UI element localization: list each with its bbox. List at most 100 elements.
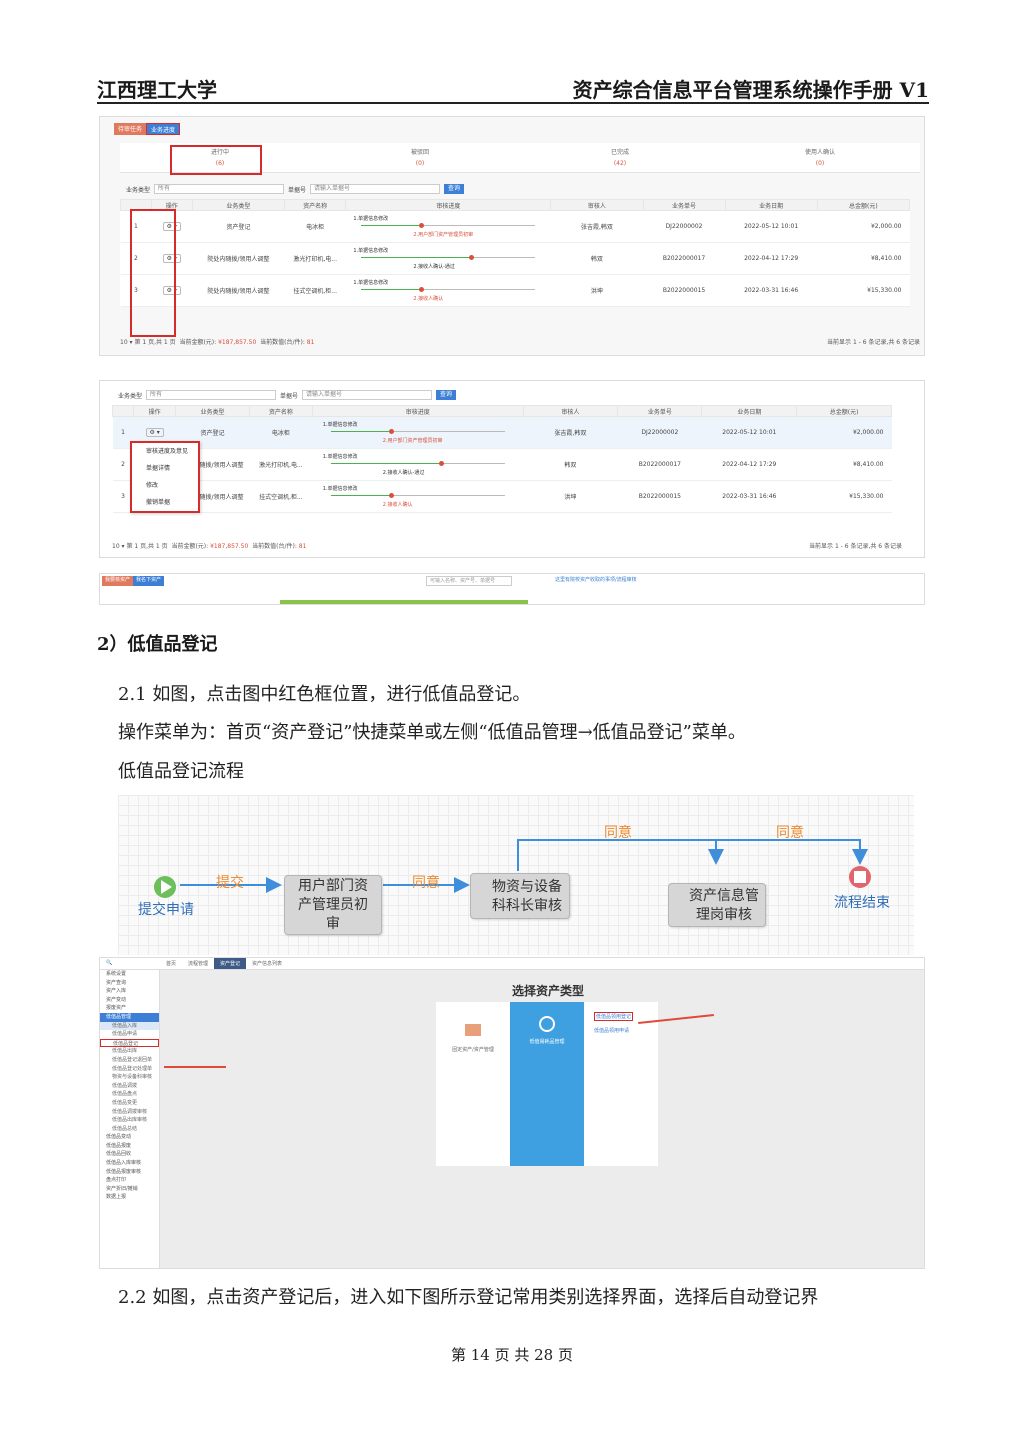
link-low-value-register[interactable]: 低值品领用登记 — [594, 1012, 634, 1021]
col-name: 资产名称 — [283, 199, 347, 211]
side-sub[interactable]: 低值品登记退回单 — [112, 1056, 153, 1063]
tab-verify-assets[interactable]: 我要核资产 — [102, 576, 134, 586]
paragraph-2-1: 2.1 如图，点击图中红色框位置，进行低值品登记。 — [118, 684, 531, 705]
side-sub[interactable]: 低值品出库 — [112, 1048, 138, 1055]
col-auditor: 审核人 — [550, 199, 644, 211]
side-item[interactable]: 盘点打印 — [106, 1177, 127, 1184]
page-header: 江西理工大学 资产综合信息平台管理系统操作手册 V1 — [97, 74, 929, 104]
side-item[interactable]: 资产查询 — [106, 979, 127, 986]
submit-label: 提交 — [216, 875, 244, 891]
node-info-post-review: 资产信息管理岗审核 — [668, 883, 766, 927]
search-button[interactable]: 查询 — [444, 184, 465, 194]
side-sub[interactable]: 低值品申请 — [112, 1031, 138, 1038]
side-sub[interactable]: 低值品入库 — [100, 1021, 159, 1031]
side-sub[interactable]: 低值品总结 — [112, 1125, 138, 1132]
side-item[interactable]: 低值品入库审核 — [106, 1160, 142, 1167]
side-sub[interactable]: 低值品调拨 — [112, 1082, 138, 1089]
side-item[interactable]: 资产入库 — [106, 988, 127, 995]
strip-search-input[interactable]: 可输入名称、资产号、单据号 — [426, 576, 512, 586]
s4-tab-list[interactable]: 资产信息列表 — [252, 961, 283, 967]
refresh-icon — [539, 1016, 555, 1032]
agree-label-2: 同意 — [604, 825, 632, 841]
end-label: 流程结束 — [834, 895, 890, 911]
s4-type-panel: 固定资产/资产管理 低值易耗品管理 低值品领用登记 低值品领用申请 — [436, 1002, 658, 1166]
no-input[interactable]: 请输入单据号 — [310, 184, 441, 194]
menu-item-revoke[interactable]: 撤销单据 — [146, 499, 171, 506]
status-user-confirm[interactable]: 使用人确认(0) — [804, 149, 835, 167]
side-sub[interactable]: 物资与设备科审核 — [112, 1074, 153, 1081]
strip-notice: 这里有院校资产收取的事项/流程审核 — [555, 577, 637, 583]
side-item[interactable]: 低值品报废审核 — [106, 1168, 142, 1175]
side-sub[interactable]: 低值品调拨审核 — [112, 1108, 148, 1115]
table-header: 操作 业务类型 资产名称 审核进度 审核人 业务单号 业务日期 总金额(元) — [120, 199, 911, 211]
side-sub-low-value-register[interactable]: 低值品登记 — [100, 1038, 159, 1048]
table-footer: 10 ▾ 第 1 页,共 1 页 当前金额(元): ¥187,857.50 当前… — [112, 543, 902, 550]
s4-tab-home[interactable]: 首页 — [166, 961, 177, 967]
menu-item-detail[interactable]: 单据详情 — [146, 465, 171, 472]
side-item[interactable]: 报废资产 — [106, 1005, 127, 1012]
strip-tabs: 我要核资产 我名下资产 — [102, 576, 165, 586]
s4-title: 选择资产类型 — [512, 984, 585, 998]
side-item[interactable]: 低值品报废 — [106, 1142, 132, 1149]
highlight-op-column — [130, 209, 176, 337]
progress-table: 操作 业务类型 资产名称 审核进度 审核人 业务单号 业务日期 总金额(元) 1… — [120, 199, 911, 307]
highlight-in-progress — [170, 145, 262, 175]
status-completed[interactable]: 已完成(42) — [610, 149, 629, 167]
progress-table: 操作 业务类型 资产名称 审核进度 审核人 业务单号 业务日期 总金额(元) 1… — [111, 405, 892, 513]
menu-item-progress[interactable]: 审核进度及意见 — [146, 448, 189, 455]
tab-pending[interactable]: 待审任务 — [114, 123, 147, 135]
op-dropdown[interactable]: ⚙ ▾ — [162, 222, 181, 231]
flow-diagram: 提交申请 提交 同意 同意 同意 用户部门资产管理员初审 物资与设备科科长审核 … — [118, 795, 914, 955]
select-type-screenshot: 🔍 首页 流程管理 资产登记 资产信息列表 系统设置 资产查询 资产入库 资产变… — [99, 957, 925, 1269]
side-item-low-value[interactable]: 低值品管理 — [100, 1012, 159, 1022]
menu-item-edit[interactable]: 修改 — [146, 482, 159, 489]
op-dropdown[interactable]: ⚙ ▾ — [162, 286, 181, 295]
side-item[interactable]: 低值品变动 — [106, 1134, 132, 1141]
red-arrow-sidebar — [164, 1066, 226, 1068]
paragraph-menu: 操作菜单为：首页“资产登记”快捷菜单或左侧“低值品管理→低值品登记”菜单。 — [118, 722, 746, 743]
s4-tab-register[interactable]: 资产登记 — [214, 958, 247, 969]
tab-progress[interactable]: 业务进度 — [146, 123, 181, 135]
side-sub[interactable]: 低值品登记处理单 — [112, 1065, 153, 1072]
side-item[interactable]: 系统设置 — [106, 971, 127, 977]
page-number: 第 14 页 共 28 页 — [450, 1346, 573, 1364]
col-progress: 审核进度 — [345, 199, 552, 211]
type-select[interactable]: 所有 — [154, 184, 285, 194]
link-low-value-apply[interactable]: 低值品领用申请 — [594, 1028, 630, 1034]
status-in-progress[interactable]: 进行中(6) — [210, 149, 229, 167]
tab-my-assets[interactable]: 我名下资产 — [133, 576, 165, 586]
s4-topbar: 🔍 首页 流程管理 资产登记 资产信息列表 — [100, 958, 924, 970]
side-item[interactable]: 资产变动 — [106, 996, 127, 1003]
side-sub[interactable]: 低值品变更 — [112, 1099, 138, 1106]
no-label: 单据号 — [288, 186, 307, 194]
status-rejected[interactable]: 被驳回(0) — [410, 149, 429, 167]
card-fixed-assets[interactable]: 固定资产/资产管理 — [436, 1002, 510, 1166]
start-label: 提交申请 — [138, 902, 194, 918]
side-item[interactable]: 低值品回收 — [106, 1151, 132, 1158]
paragraph-2-2: 2.2 如图，点击资产登记后，进入如下图所示登记常用类别选择界面，选择后自动登记… — [118, 1287, 819, 1308]
side-sub[interactable]: 低值品出库审核 — [112, 1117, 148, 1124]
side-sub[interactable]: 低值品盘点 — [112, 1091, 138, 1098]
s4-tab-flow[interactable]: 流程管理 — [188, 961, 209, 967]
side-item[interactable]: 数据上报 — [106, 1194, 127, 1201]
side-item[interactable]: 资产折旧/摊销 — [106, 1185, 138, 1192]
op-dropdown[interactable]: ⚙ ▾ — [162, 254, 181, 263]
s4-search-icon[interactable]: 🔍 — [106, 960, 113, 966]
table-footer: 10 ▾ 第 1 页,共 1 页 当前金额(元): ¥187,857.50 当前… — [120, 339, 920, 346]
type-label: 业务类型 — [126, 186, 151, 194]
progress-list-screenshot: 待审任务 业务进度 进行中(6) 被驳回(0) 已完成(42) 使用人确认(0)… — [99, 116, 925, 356]
card-low-value[interactable]: 低值易耗品管理 — [510, 1002, 584, 1166]
header-university: 江西理工大学 — [97, 78, 217, 102]
home-strip-screenshot: 我要核资产 我名下资产 可输入名称、资产号、单据号 这里有院校资产收取的事项/流… — [99, 573, 925, 605]
op-menu-screenshot: 业务类型 所有 单据号 请输入单据号 查询 操作 业务类型 资产名称 审核进度 … — [99, 380, 925, 558]
flow-arrows — [154, 839, 871, 898]
node-dept-admin-review: 用户部门资产管理员初审 — [284, 875, 382, 935]
